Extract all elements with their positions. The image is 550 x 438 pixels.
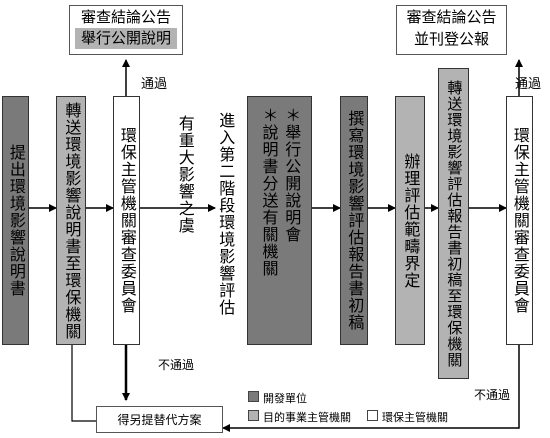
fail-label-left: 不通過	[158, 358, 195, 372]
second-stage-text: 進入第二階段環境影響評估	[216, 112, 236, 316]
procedures-box: ＊舉行公開說明會 ＊說明書分送有關機關	[247, 96, 312, 345]
pass-label-left: 通過	[141, 77, 168, 92]
alternative-plan-text: 得另提替代方案	[117, 413, 202, 427]
notice-right-line2: 並刊登公報	[413, 30, 489, 48]
legend-swatch-epa	[367, 410, 378, 421]
legend-label-competent: 目的事業主管機關	[263, 411, 351, 424]
legend-swatch-developer	[248, 391, 259, 402]
step-draft-report-text: 撰寫環境影響評估報告書初稿	[345, 110, 365, 331]
step-scoping-text: 辦理評估範疇界定	[401, 152, 421, 289]
step-epa-review-committee-2: 環保主管機關審查委員會	[506, 96, 533, 345]
notice-left-line1: 審查結論公告	[80, 8, 171, 26]
notice-box-left: 審查結論公告 舉行公開說明	[69, 5, 183, 55]
step-submit-statement-text: 提出環境影響說明書	[6, 144, 26, 297]
step-epa-review-committee-1-text: 環保主管機關審查委員會	[117, 127, 137, 314]
step-forward-draft-report-text: 轉送環境影響評估報告書初稿至環保機關	[445, 79, 464, 368]
notice-box-right: 審查結論公告 並刊登公報	[396, 5, 507, 55]
step-forward-draft-report: 轉送環境影響評估報告書初稿至環保機關	[438, 68, 469, 379]
procedure-send-copies: ＊說明書分送有關機關	[259, 107, 279, 277]
notice-right-line1: 審查結論公告	[406, 8, 497, 26]
step-scoping: 辦理評估範疇界定	[395, 96, 425, 345]
step-draft-report: 撰寫環境影響評估報告書初稿	[340, 96, 368, 345]
step-forward-statement-text: 轉送環境影響說明書至環保機關	[62, 101, 82, 340]
step-forward-statement: 轉送環境影響說明書至環保機關	[56, 96, 86, 345]
notice-left-line2: 舉行公開說明	[75, 28, 177, 49]
legend-label-epa: 環保主管機關	[382, 411, 448, 424]
procedures-columns: ＊舉行公開說明會 ＊說明書分送有關機關	[259, 97, 302, 344]
significant-impact-text: 有重大影響之虞	[175, 115, 195, 234]
fail-label-right: 不通過	[474, 388, 511, 402]
procedure-public-hearing: ＊舉行公開說明會	[282, 107, 302, 243]
step-submit-statement: 提出環境影響說明書	[2, 96, 29, 345]
step-epa-review-committee-1: 環保主管機關審查委員會	[113, 96, 140, 345]
legend-label-developer: 開發單位	[263, 392, 307, 405]
legend-swatch-competent	[248, 410, 259, 421]
alternative-plan-box: 得另提替代方案	[96, 406, 223, 433]
pass-label-right: 通過	[515, 77, 542, 92]
step-epa-review-committee-2-text: 環保主管機關審查委員會	[510, 127, 530, 314]
